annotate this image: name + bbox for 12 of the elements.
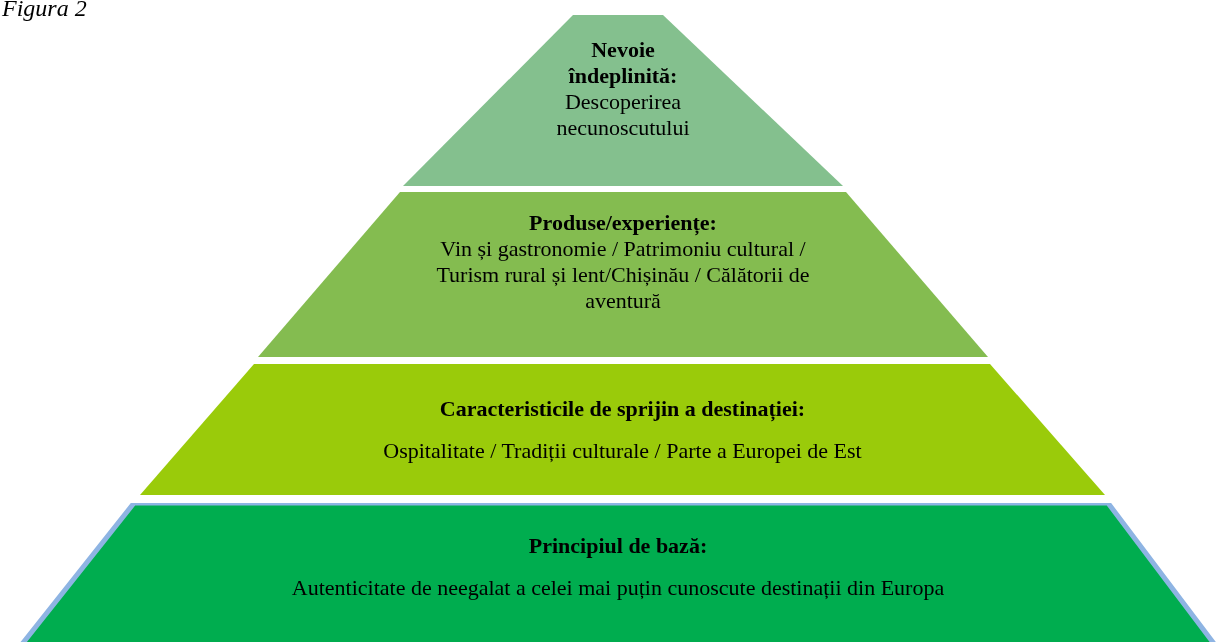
level-text: Descoperirea necunoscutului [555,89,691,141]
figure-title: Figura 2 [2,0,87,20]
level-heading: Produse/experiențe: [529,210,717,236]
level-text: Autenticitate de neegalat a celei mai puțin cunoscute destinații din Europa [291,575,945,601]
level-text: Ospitalitate / Tradiții culturale / Parte a Europei de Est [383,438,862,464]
level-text: Vin și gastronomie / Patrimoniu cultural / Turism rural și lent/Chișinău / Călătorii de aventură [435,236,811,314]
level-heading: Principiul de bază: [528,533,708,559]
level-heading: Caracteristicile de sprijin a destinației: [439,396,806,422]
level-heading: Nevoie îndeplinită: [567,37,679,89]
pyramid-level [258,192,988,357]
pyramid-level [140,364,1105,495]
pyramid-level [403,15,843,186]
